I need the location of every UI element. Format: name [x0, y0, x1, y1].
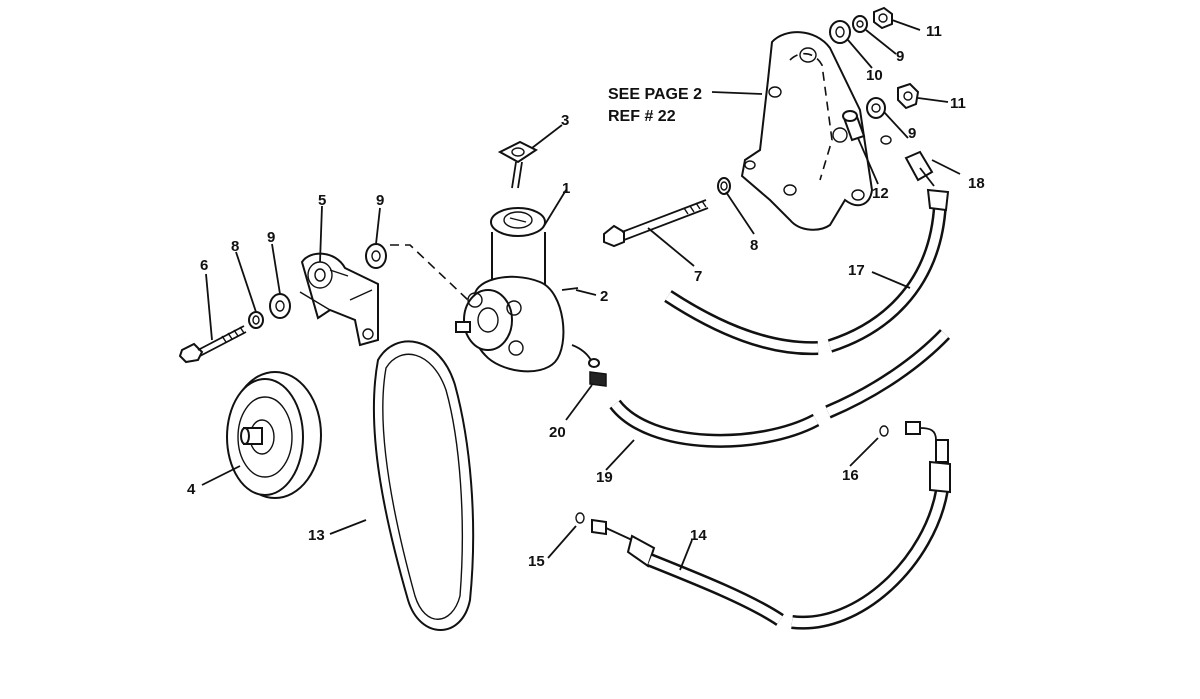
callout-9-middle: 9	[376, 192, 384, 209]
hose-part-17	[664, 150, 950, 356]
callout-18: 18	[968, 175, 985, 192]
callout-19: 19	[596, 469, 613, 486]
washer-part-10	[829, 20, 851, 44]
callout-9-top: 9	[896, 48, 904, 65]
leader-lines	[201, 19, 961, 571]
bolt-part-6	[178, 325, 247, 364]
callout-5: 5	[318, 192, 326, 209]
reference-note-line2: REF # 22	[608, 108, 676, 125]
callout-11-right: 11	[950, 95, 966, 112]
alignment-line	[390, 244, 469, 301]
callout-20: 20	[549, 424, 566, 441]
callout-8-left: 8	[231, 238, 239, 255]
callout-8-right: 8	[750, 237, 758, 254]
callout-12: 12	[872, 185, 889, 202]
lock-washer-part-8-left	[248, 311, 264, 329]
hose-part-14	[591, 421, 951, 630]
callout-14: 14	[690, 527, 707, 544]
callout-7: 7	[694, 268, 702, 285]
callout-15: 15	[528, 553, 545, 570]
o-ring-part-16	[879, 425, 889, 437]
callout-9-left: 9	[267, 229, 275, 246]
callout-11-top: 11	[926, 23, 942, 40]
callout-9-right: 9	[908, 125, 916, 142]
hose-part-19	[609, 329, 951, 448]
washer-part-9-middle	[365, 243, 387, 269]
power-steering-pump-part-1	[455, 207, 600, 373]
o-ring-part-15	[575, 512, 585, 524]
callout-2: 2	[600, 288, 608, 305]
drive-belt-part-13	[372, 340, 475, 631]
mounting-bracket-ref-22	[740, 31, 874, 231]
reference-note-line1: SEE PAGE 2	[608, 86, 702, 103]
callout-6: 6	[200, 257, 208, 274]
lock-washer-part-9-right	[866, 97, 886, 119]
callout-13: 13	[308, 527, 325, 544]
fitting-part-20	[589, 371, 607, 387]
bolt-part-7	[603, 199, 709, 248]
lock-washer-part-9-top	[852, 15, 868, 33]
callout-3: 3	[561, 112, 569, 129]
callout-16: 16	[842, 467, 859, 484]
lock-washer-part-8-right	[717, 177, 731, 195]
bracket-part-5	[299, 252, 379, 347]
nut-part-11-right	[897, 82, 920, 110]
nut-part-11-top	[873, 6, 893, 30]
callout-17: 17	[848, 262, 865, 279]
washer-part-9-left	[269, 293, 291, 319]
o-ring-part-18	[880, 135, 892, 145]
pulley-part-4	[226, 371, 322, 499]
callout-4: 4	[187, 481, 196, 498]
reservoir-cap-part-3	[497, 140, 538, 189]
callout-10: 10	[866, 67, 883, 84]
spacer-part-12	[842, 110, 866, 142]
callout-1: 1	[562, 180, 570, 197]
